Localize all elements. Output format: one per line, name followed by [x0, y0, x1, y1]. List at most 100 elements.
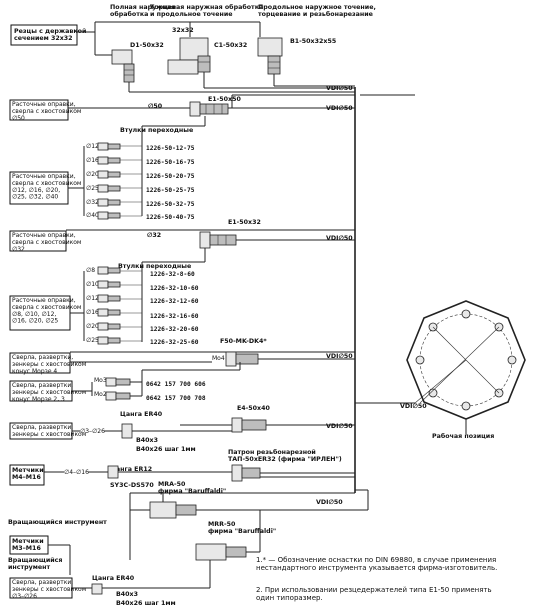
b40-step-label: B40x26 шаг 1мм — [136, 446, 196, 453]
d50-label: ∅50 — [148, 103, 163, 110]
diam-g2-0: ∅8 — [86, 267, 95, 274]
morse4-box — [9, 352, 71, 374]
code-g2-1: 1226-32-10-60 — [150, 285, 199, 292]
vdi50-label-1: VDI∅50 — [326, 85, 353, 92]
vdi50-label-2: VDI∅50 — [326, 105, 353, 112]
mrr50-unit — [195, 543, 227, 561]
code-g1-0: 1226-50-12-75 — [146, 145, 195, 152]
holder-e4 — [231, 417, 243, 433]
mo4-label: Mo4 — [212, 355, 225, 362]
bore-group2-box-label: Расточные оправки,сверла с хвостовиком∅8… — [12, 297, 81, 325]
rotating-title: Вращающийся инструмент — [8, 518, 107, 526]
cutters-box — [10, 24, 78, 46]
holder-f50 — [225, 351, 237, 367]
bore32-box-label: Расточные оправки,сверла с хвостовиком∅3… — [12, 232, 81, 253]
range-3-26-label: ∅3–∅26 — [80, 428, 105, 435]
bushings-title-2: Втулки переходные — [118, 263, 191, 270]
holder-b1 — [257, 37, 283, 57]
diam-g2-2: ∅12 — [86, 295, 99, 302]
drills-box-1-label: Сверла, развертки,зенкеры с хвостовиком — [12, 424, 86, 438]
e4-label: E4-50x40 — [237, 405, 271, 412]
mo3-label: Mo3 — [94, 377, 107, 384]
holder-c1-label: C1-50x32 — [214, 42, 247, 49]
note-1: 1.* — Обозначение оснастки по DIN 69880,… — [256, 556, 497, 572]
diam-g1-4: ∅32 — [86, 199, 99, 206]
diam-g1-1: ∅16 — [86, 157, 99, 164]
collet-er40 — [121, 423, 133, 439]
b40-step-2-label: B40x26 шаг 1мм — [116, 600, 176, 607]
d32-label: ∅32 — [147, 232, 161, 239]
diam-g1-3: ∅25 — [86, 185, 99, 192]
diam-g2-5: ∅25 — [86, 337, 99, 344]
work-position-label: Рабочая позиция — [432, 432, 494, 440]
bushing-group-1: ∅12 1226-50-12-75 ∅16 1226-50-16-75 ∅20 … — [86, 142, 195, 221]
morse-code-1: 0642 157 700 606 — [146, 381, 206, 388]
bore-group1-box — [9, 171, 69, 205]
code-g1-3: 1226-50-25-75 — [146, 187, 195, 194]
holder-e1-50x32 — [199, 231, 211, 249]
holder-d1-label: D1-50x32 — [130, 42, 164, 49]
turret-vdi-label: VDI∅50 — [400, 403, 427, 410]
code-g1-4: 1226-50-32-75 — [146, 201, 195, 208]
code-g2-4: 1226-32-20-60 — [150, 326, 199, 333]
bore32-box — [9, 230, 67, 252]
e1-50x32-label: E1-50x32 — [228, 219, 261, 226]
bore-group2-box — [9, 295, 71, 331]
collet-er40-2-label: Цанга ER40 — [92, 575, 135, 582]
holder-sec-label: 32x32 — [172, 27, 194, 34]
taps-box-1 — [9, 464, 45, 486]
drills-box-2-label: Сверла, развертки,зенкеры с хвостовиком∅… — [12, 579, 86, 600]
collet-er40-label: Цанга ER40 — [120, 411, 163, 418]
morse-sleeve-1 — [105, 377, 117, 387]
sy3c-label: SY3C-DS570 — [110, 482, 154, 489]
mo2-label: Mo2 — [94, 391, 107, 398]
collet-er12-label: Цанга ER12 — [110, 466, 152, 473]
code-g1-1: 1226-50-16-75 — [146, 159, 195, 166]
collet-er40-2 — [91, 583, 103, 595]
vdi50-label-6: VDI∅50 — [316, 499, 343, 506]
morse-code-2: 0642 157 700 708 — [146, 395, 206, 402]
code-g2-5: 1226-32-25-60 — [150, 339, 199, 346]
collet-er12 — [107, 465, 119, 479]
bushing-group-2: ∅8 1226-32-8-60 ∅10 1226-32-10-60 ∅12 12… — [86, 266, 199, 346]
code-g2-3: 1226-32-16-60 — [150, 313, 199, 320]
code-g1-2: 1226-50-20-75 — [146, 173, 195, 180]
mra50-unit — [149, 501, 177, 519]
diam-g2-3: ∅16 — [86, 309, 99, 316]
f50-label: F50-MK-DK4* — [220, 338, 267, 345]
bushings-title-1: Втулки переходные — [120, 127, 193, 134]
bore50-box — [9, 99, 69, 121]
diam-g1-2: ∅20 — [86, 171, 99, 178]
range-4-16-label: ∅4–∅16 — [64, 469, 89, 476]
code-g2-2: 1226-32-12-60 — [150, 298, 199, 305]
diam-g2-1: ∅10 — [86, 281, 99, 288]
b40x3-label: B40x3 — [136, 437, 158, 444]
header-longitudinal: Продольное наружное точение,торцевание и… — [258, 4, 376, 18]
turret — [406, 300, 526, 420]
diam-g1-0: ∅12 — [86, 143, 99, 150]
diam-g1-5: ∅40 — [86, 212, 99, 219]
holder-e1-50x50 — [189, 101, 201, 117]
vdi50-label-4: VDI∅50 — [326, 353, 353, 360]
code-g2-0: 1226-32-8-60 — [150, 271, 195, 278]
b40x3-2-label: B40x3 — [116, 591, 138, 598]
holder-d1 — [111, 49, 133, 65]
holder-b1-label: B1-50x32x55 — [290, 38, 336, 45]
vdi50-label-3: VDI∅50 — [326, 235, 353, 242]
e1-50x50-label: E1-50x50 — [208, 96, 242, 103]
bore-group1-box-label: Расточные оправки,сверла с хвостовиком∅1… — [12, 173, 81, 201]
vdi50-label-5: VDI∅50 — [326, 423, 353, 430]
code-g1-5: 1226-50-40-75 — [146, 214, 195, 221]
morse-sleeve-2 — [105, 391, 117, 401]
